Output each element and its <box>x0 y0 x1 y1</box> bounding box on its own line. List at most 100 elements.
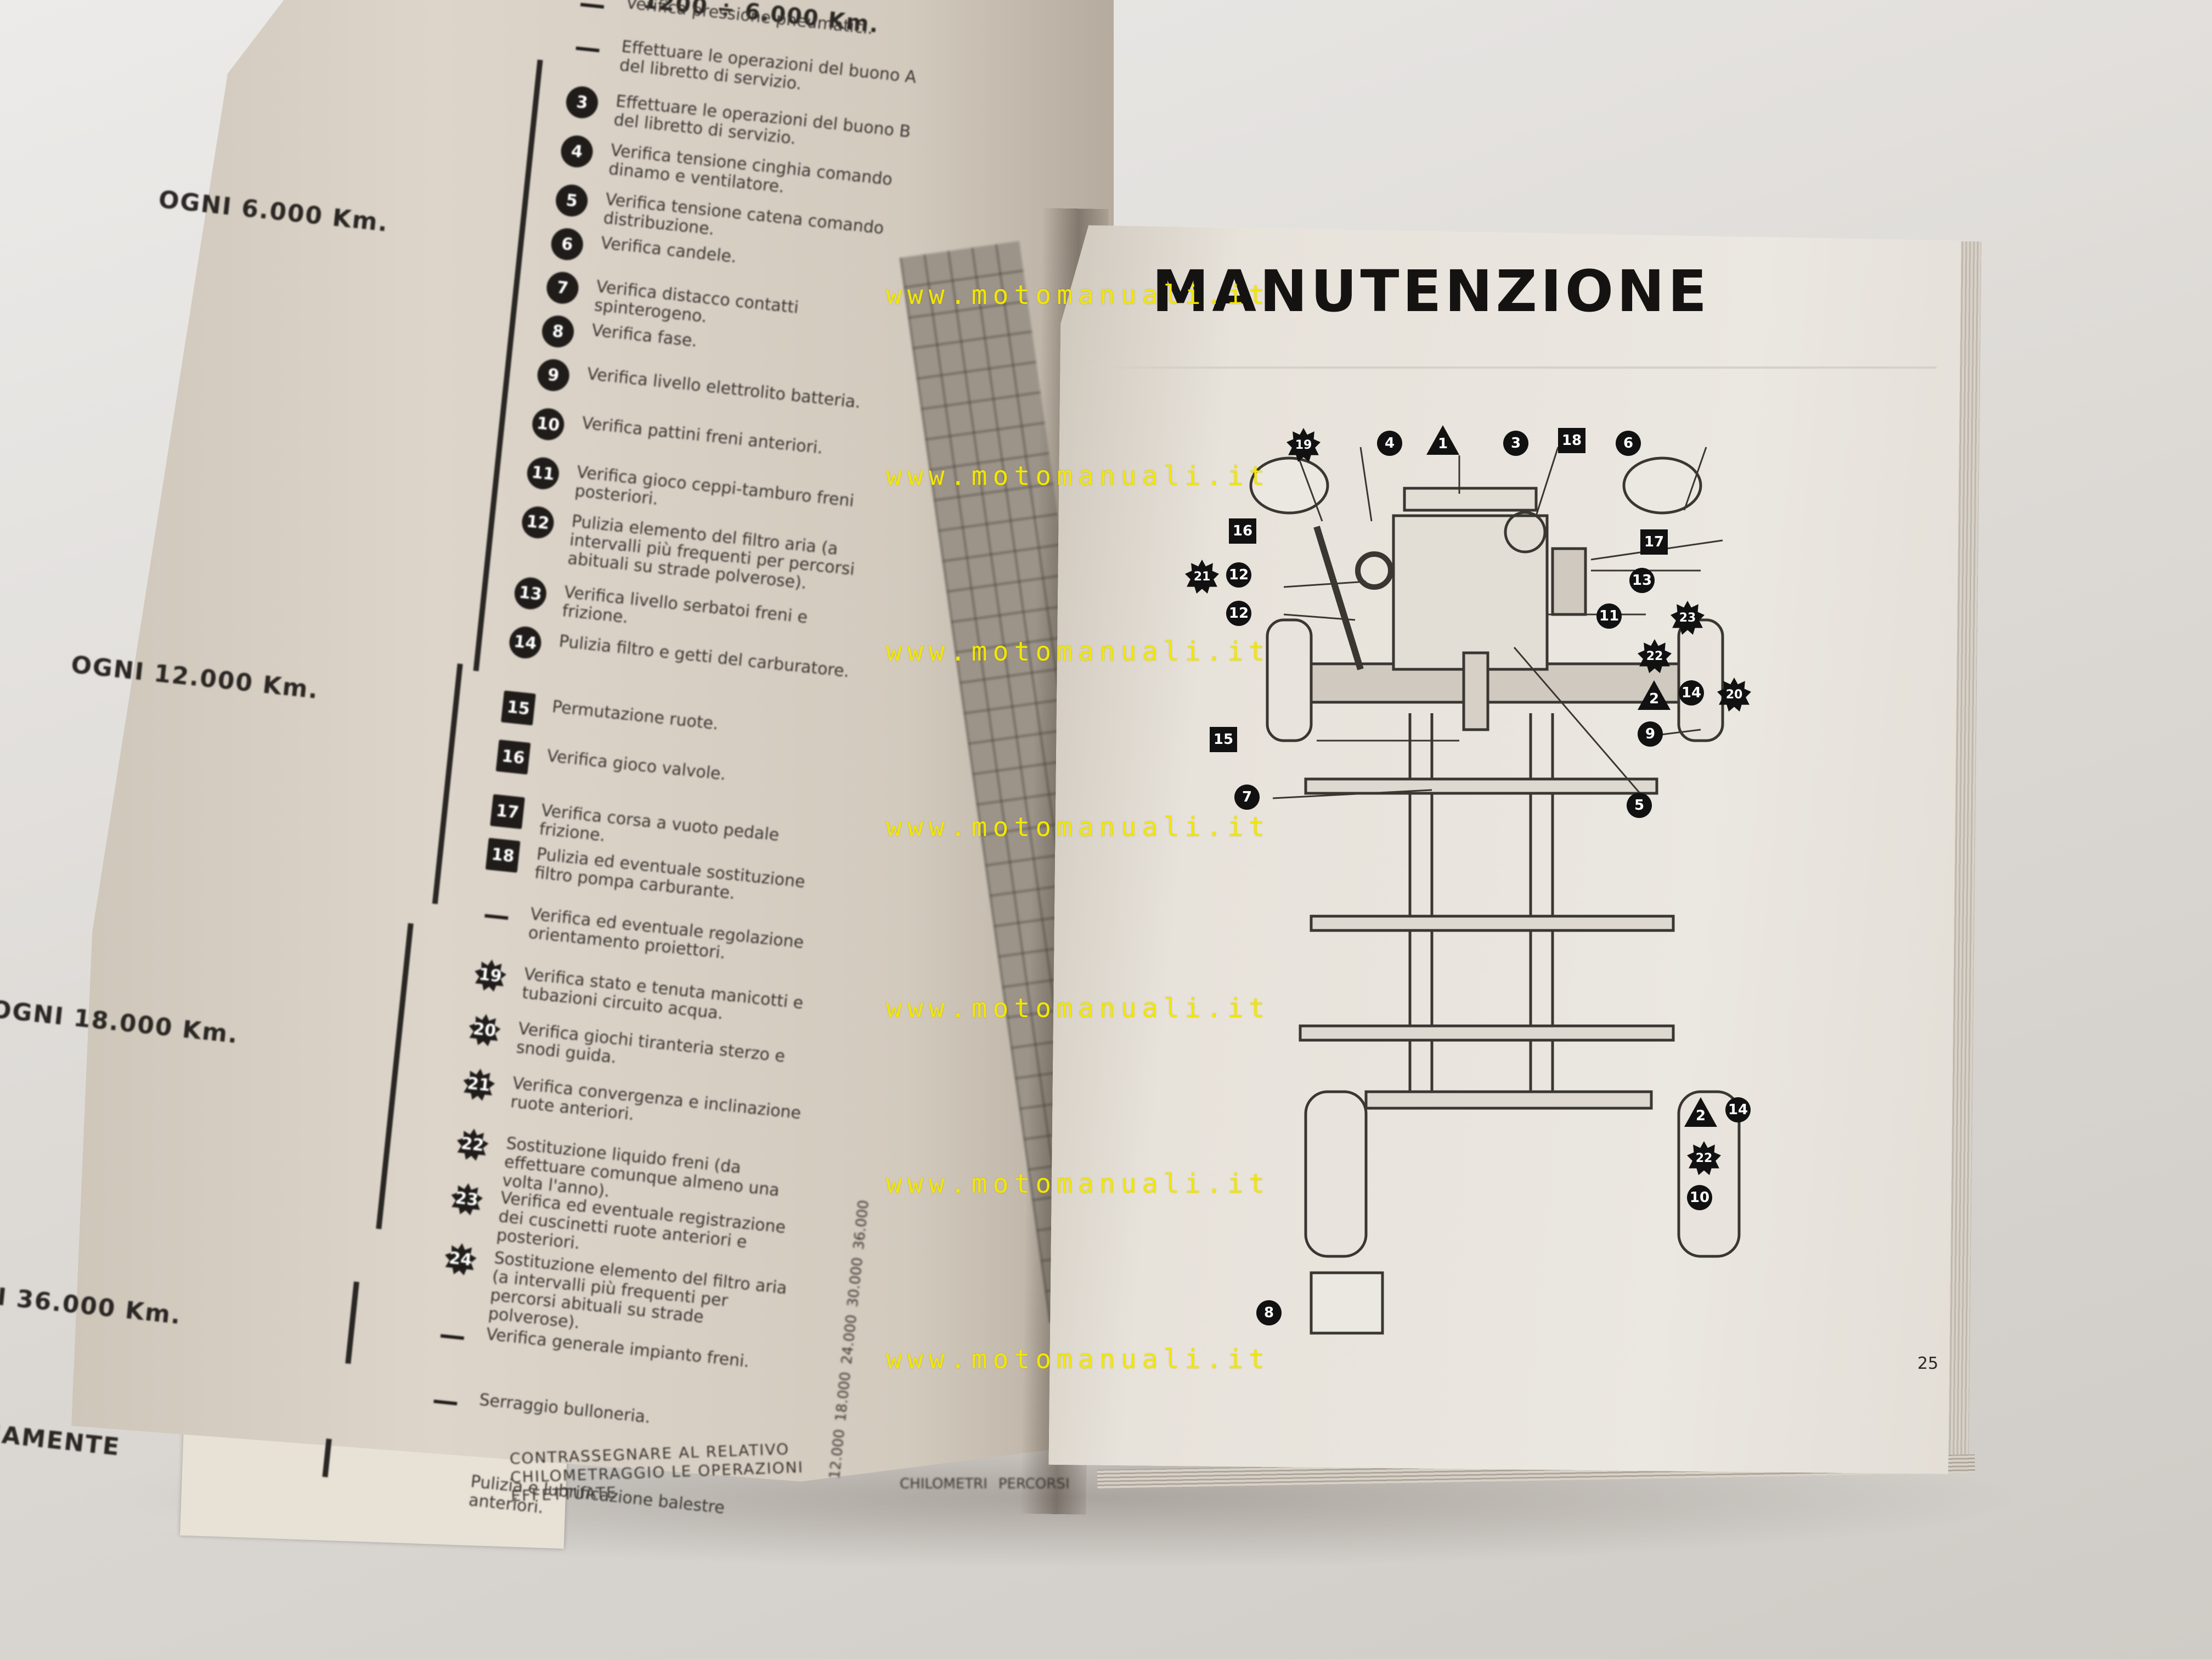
operation-marker: — <box>482 899 511 932</box>
operation-marker: — <box>437 1318 467 1352</box>
interval-bar-36000 <box>345 1281 359 1364</box>
operation-marker: 10 <box>531 407 566 442</box>
front-wheel-right <box>1677 618 1724 742</box>
fan-pulley <box>1504 511 1547 554</box>
callout-circle-12: 12 <box>1226 601 1251 626</box>
leader-4 <box>1359 447 1373 522</box>
operation-marker: 18 <box>485 838 521 873</box>
interval-36000: OGNI 36.000 Km. <box>0 1276 183 1330</box>
interval-12000: OGNI 12.000 Km. <box>70 650 320 705</box>
callout-square-15: 15 <box>1210 727 1237 752</box>
callout-circle-3: 3 <box>1503 431 1528 456</box>
operation-marker: 22 <box>455 1127 490 1162</box>
watermark-5: www.motomanuali.it <box>886 993 1271 1024</box>
operation-row: 15 Permutazione ruote. <box>501 690 995 742</box>
operation-text: Verifica livello elettrolito batteria. <box>586 364 862 413</box>
cross-member-2 <box>1310 915 1675 932</box>
title-rule <box>1092 366 1937 369</box>
watermark-3: www.motomanuali.it <box>886 636 1271 667</box>
leader-5 <box>1513 647 1652 807</box>
operation-marker: 8 <box>540 314 575 349</box>
drive-shaft <box>1462 651 1489 731</box>
operation-text: Serraggio bulloneria. <box>478 1390 652 1427</box>
operation-marker: 13 <box>512 575 548 611</box>
km-footer: CHILOMETRI PERCORSI <box>900 1476 1070 1492</box>
interval-bar-18000 <box>376 923 414 1229</box>
operation-marker: — <box>573 31 603 65</box>
operation-row: — Verifica ed eventuale regolazione orien… <box>482 898 973 963</box>
radiator <box>1403 487 1538 512</box>
page-number: 25 <box>1917 1354 1939 1373</box>
operation-row: 16 Verifica gioco valvole. <box>495 740 990 791</box>
interval-bar-occasional <box>322 1438 332 1477</box>
operation-row: —Effettuare le operazioni del buono A de… <box>573 30 1065 94</box>
callout-circle-4: 4 <box>1377 431 1402 456</box>
operation-marker: 14 <box>507 625 543 660</box>
front-wheel-left <box>1266 618 1313 742</box>
callout-square-16: 16 <box>1229 518 1256 544</box>
cross-member-3 <box>1299 1024 1675 1042</box>
leader-12a <box>1283 580 1367 588</box>
operation-marker: 16 <box>495 740 531 775</box>
interval-occasional: SALTUARIAMENTE <box>0 1407 122 1462</box>
watermark-7: www.motomanuali.it <box>886 1344 1271 1375</box>
battery <box>1551 547 1587 616</box>
interval-bar-12000 <box>432 663 463 905</box>
engine-block <box>1392 514 1549 671</box>
page-title: MANUTENZIONE <box>1152 258 1711 325</box>
chassis-diagram <box>1249 447 1741 1335</box>
operation-marker: 4 <box>559 134 595 169</box>
clutch-fluid-reservoir-icon <box>1622 456 1702 515</box>
brake-fluid-reservoir-icon <box>1249 456 1329 515</box>
callout-circle-13: 13 <box>1629 568 1655 593</box>
operation-marker: 11 <box>525 455 561 491</box>
callout-circle-6: 6 <box>1616 431 1641 456</box>
operation-marker: 9 <box>535 357 571 393</box>
rear-wheel-left <box>1304 1090 1368 1258</box>
operation-marker: — <box>431 1384 460 1418</box>
watermark-6: www.motomanuali.it <box>886 1169 1271 1199</box>
callout-circle-5: 5 <box>1627 793 1652 818</box>
operation-text: Verifica gioco valvole. <box>546 746 727 785</box>
rear-cross-member <box>1364 1090 1653 1110</box>
operation-marker: — <box>577 0 607 21</box>
operation-text: Verifica pattini freni anteriori. <box>580 413 824 458</box>
callout-circle-14: 14 <box>1725 1097 1751 1122</box>
leader-9 <box>1656 729 1701 736</box>
callout-circle-14: 14 <box>1679 680 1704 706</box>
leader-7 <box>1272 789 1432 799</box>
operation-marker: 15 <box>501 690 536 726</box>
maintenance-schedule: 1200 ÷ 6.000 Km. OGNI 6.000 Km. OGNI 12.… <box>0 0 1085 1578</box>
left-page <box>71 0 1114 1482</box>
operation-row: 9 Verifica livello elettrolito batteria. <box>535 357 1030 413</box>
callout-circle-8: 8 <box>1256 1300 1282 1325</box>
operation-text: Permutazione ruote. <box>551 697 720 734</box>
callout-circle-7: 7 <box>1234 785 1260 810</box>
interval-6000: OGNI 6.000 Km. <box>157 185 390 238</box>
operation-marker: 19 <box>473 958 508 993</box>
operation-text: Verifica convergenza e inclinazione ruot… <box>509 1074 802 1125</box>
operation-row: —Verifica pressione pneumatici. <box>578 0 1069 38</box>
leader-12b <box>1283 613 1356 621</box>
operation-text: Verifica ed eventuale regolazione orient… <box>527 904 805 963</box>
spark-plug-chart <box>1310 1271 1384 1335</box>
operation-marker: 3 <box>565 84 600 120</box>
air-filter <box>1355 551 1393 590</box>
leader-6 <box>1683 447 1707 511</box>
operation-marker: 7 <box>545 270 580 306</box>
callout-circle-10: 10 <box>1687 1185 1712 1210</box>
callout-square-17: 17 <box>1640 529 1668 555</box>
leader-3 <box>1535 447 1559 516</box>
watermark-1: www.motomanuali.it <box>886 280 1271 311</box>
cross-member-1 <box>1304 777 1658 795</box>
km-footer-1: CHILOMETRI <box>900 1476 988 1492</box>
operation-marker: 5 <box>554 183 589 218</box>
leader-lines <box>1272 447 1723 807</box>
operation-row: 10 Verifica pattini freni anteriori. <box>531 407 1025 458</box>
callout-square-18: 18 <box>1558 428 1585 453</box>
operation-marker: 24 <box>443 1242 478 1277</box>
callout-circle-12: 12 <box>1226 562 1251 588</box>
